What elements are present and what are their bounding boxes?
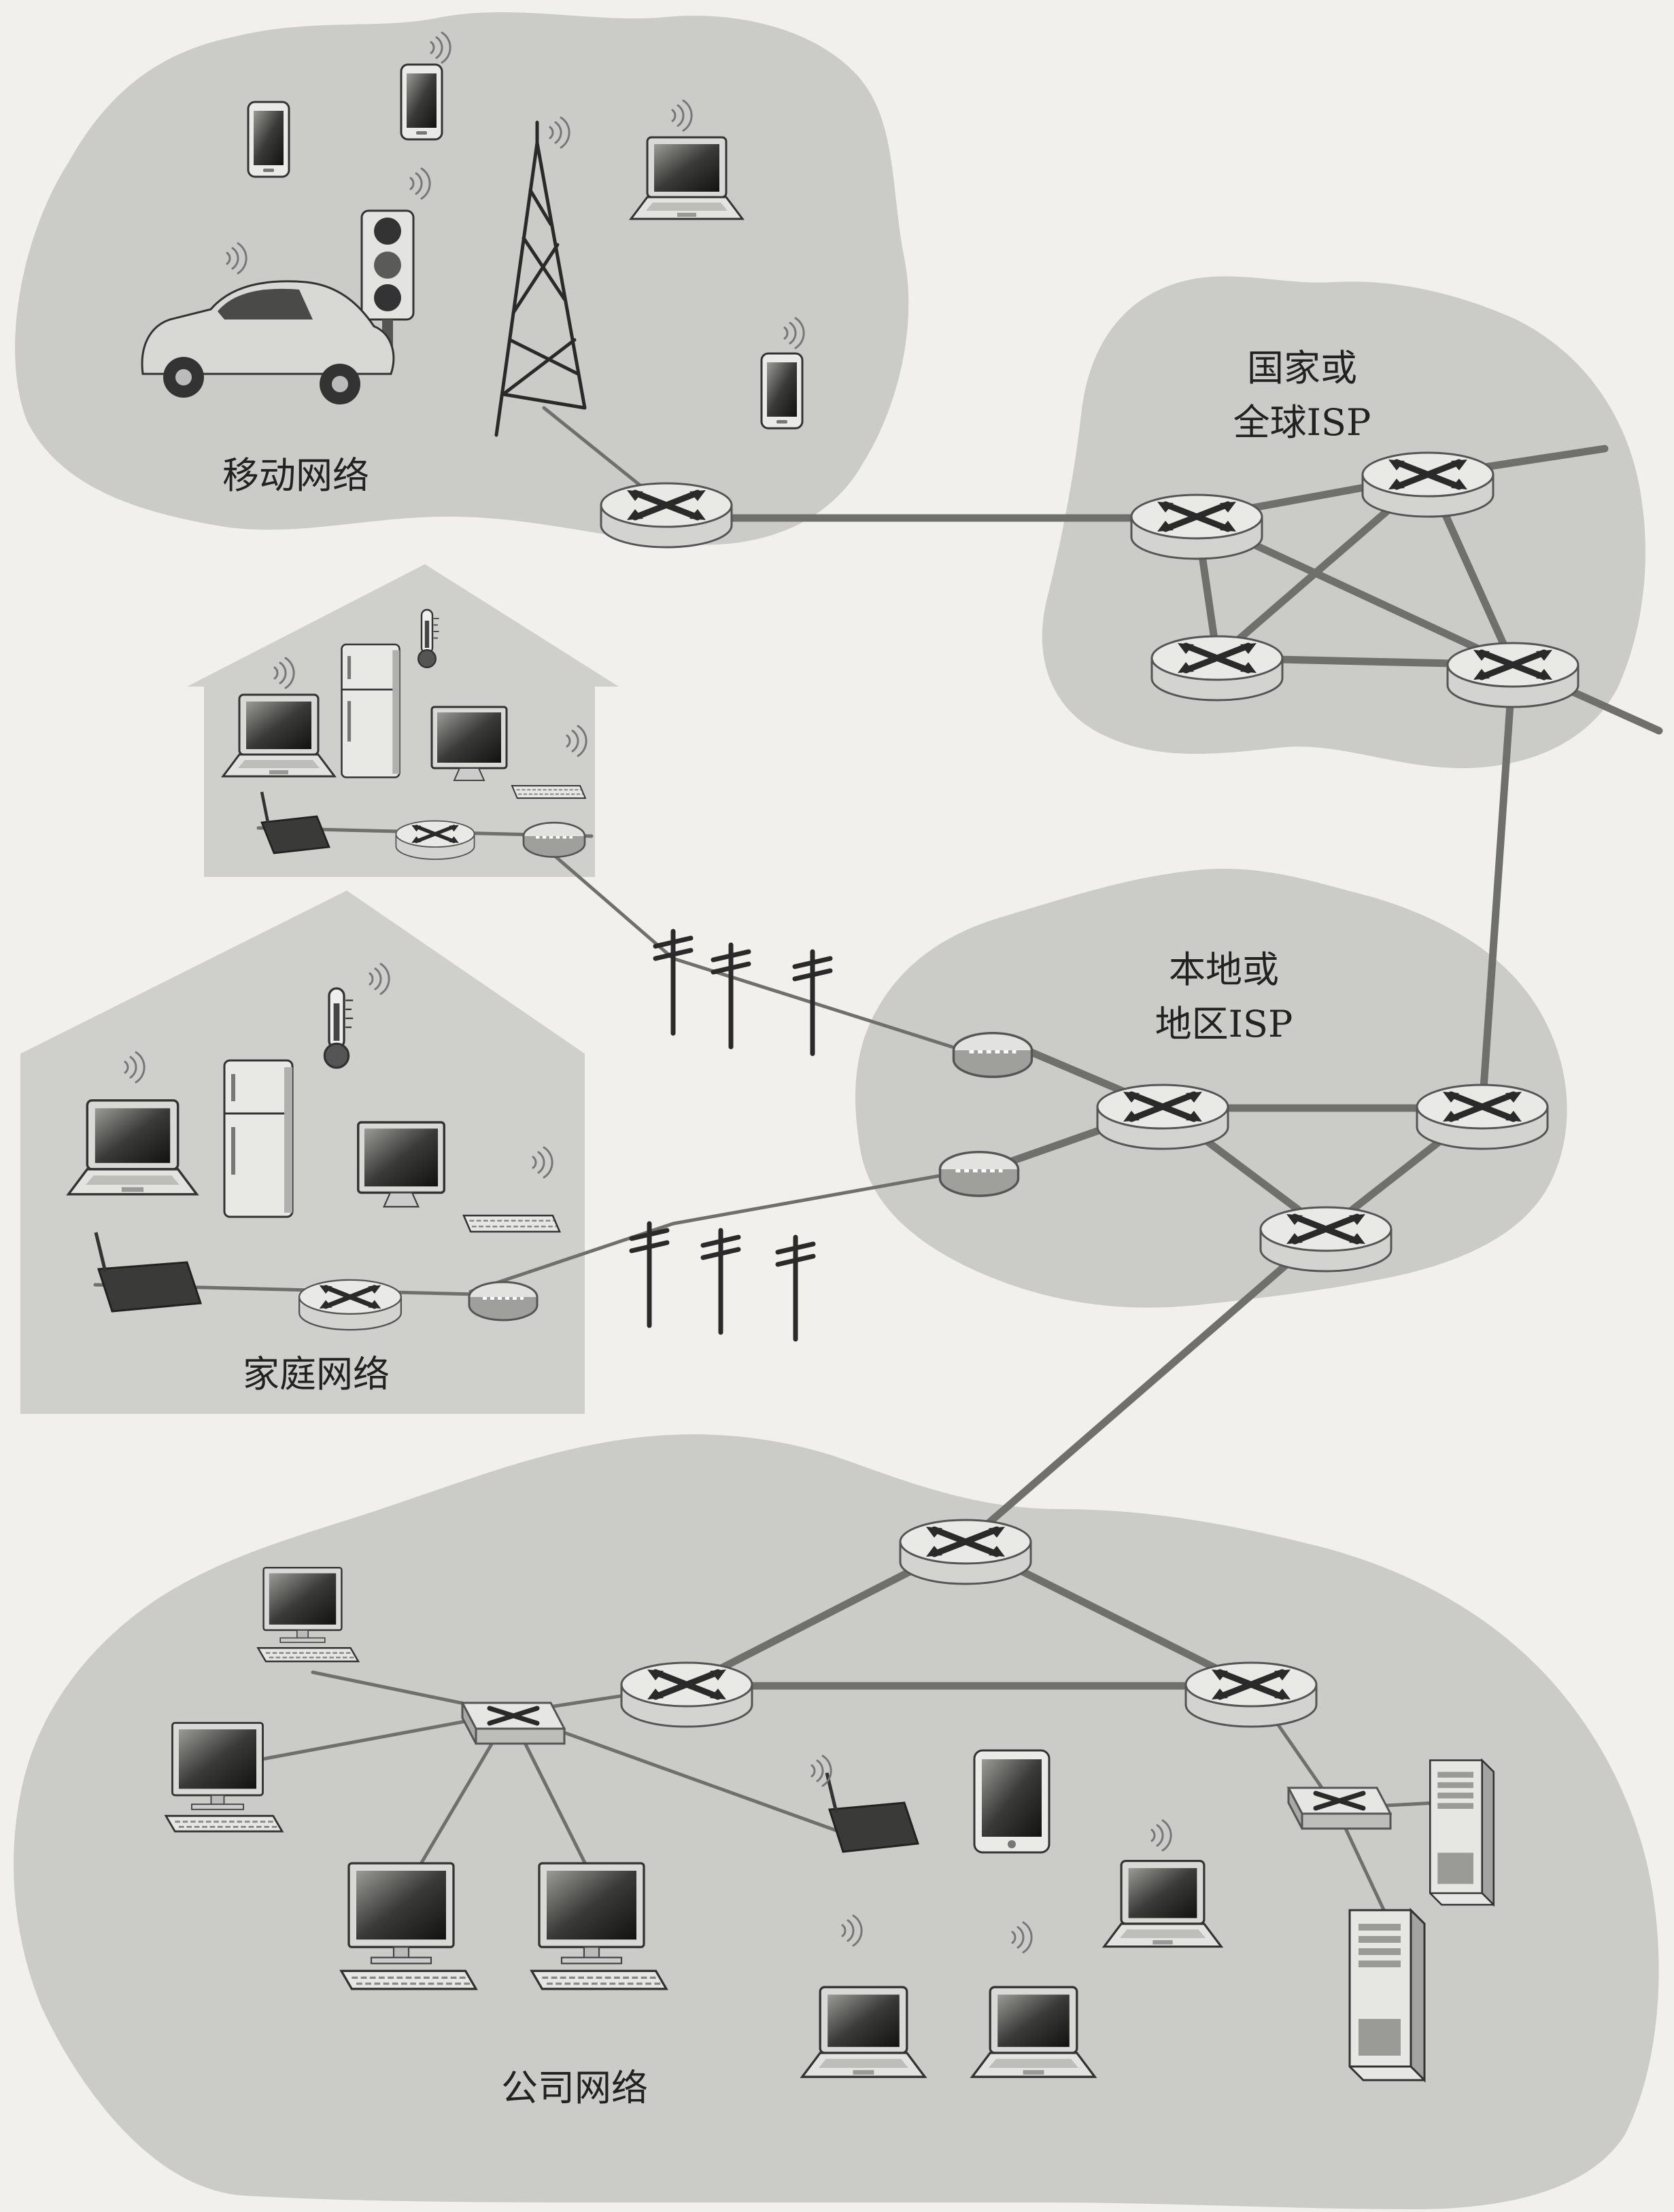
- router-icon: [1152, 636, 1282, 700]
- home-network-house-1: [187, 564, 619, 877]
- traffic-light-icon: [360, 209, 415, 367]
- smartphone-icon: [400, 63, 443, 141]
- national-isp-label-line2: 全球ISP: [1233, 401, 1371, 444]
- router-icon: [1417, 1085, 1548, 1149]
- laptop-icon: [971, 1986, 1096, 2078]
- server-icon: [1429, 1759, 1495, 1906]
- laptop-icon: [630, 136, 744, 220]
- smartphone-icon: [760, 352, 804, 430]
- modem-icon: [522, 821, 586, 859]
- home-network-2: [67, 963, 561, 1330]
- mobile-network: [141, 31, 805, 547]
- router-icon: [1363, 453, 1493, 517]
- refrigerator-icon: [341, 643, 400, 778]
- modem-icon: [954, 1033, 1032, 1077]
- router-icon: [900, 1520, 1031, 1584]
- smartphone-icon: [247, 101, 290, 178]
- laptop-icon: [1103, 1860, 1223, 1948]
- server-icon: [1348, 1909, 1426, 2081]
- modem-icon: [94, 1232, 203, 1313]
- utility-pole-icon: [795, 952, 830, 1054]
- router-icon: [601, 483, 732, 547]
- utility-pole-icon: [655, 931, 691, 1033]
- laptop-icon: [222, 693, 336, 778]
- car-icon: [141, 280, 395, 404]
- router-icon: [1131, 495, 1262, 559]
- modem-icon: [940, 1152, 1019, 1196]
- keyboard-icon: [462, 1214, 561, 1233]
- local-isp-cloud: [855, 869, 1567, 1308]
- enterprise-network: [165, 1520, 1495, 2081]
- home-network-1: [222, 608, 587, 859]
- modem-icon: [260, 791, 330, 854]
- router-icon: [621, 1663, 752, 1727]
- tablet-icon: [973, 1749, 1050, 1854]
- router-icon: [1448, 643, 1578, 707]
- router-icon: [1261, 1207, 1391, 1271]
- mobile-network-cloud: [15, 12, 909, 545]
- national-isp-label-line1: 国家或: [1247, 347, 1357, 390]
- utility-pole-icon: [703, 1230, 738, 1332]
- utility-pole-icon: [632, 1224, 667, 1326]
- router-icon: [1186, 1663, 1316, 1727]
- local-isp-label-line1: 本地或: [1169, 948, 1279, 991]
- switch-icon: [1288, 1788, 1390, 1829]
- utility-pole-icon: [778, 1237, 813, 1339]
- laptop-icon: [67, 1099, 199, 1196]
- refrigerator-icon: [223, 1059, 294, 1218]
- home-network-label: 家庭网络: [243, 1353, 390, 1396]
- local-isp-label-line2: 地区ISP: [1155, 1003, 1293, 1045]
- modem-icon: [468, 1281, 539, 1321]
- router-icon: [299, 1280, 401, 1330]
- router-icon: [1097, 1085, 1228, 1149]
- utility-poles: [632, 931, 830, 1339]
- laptop-icon: [801, 1986, 926, 2078]
- keyboard-icon: [511, 784, 586, 799]
- utility-pole-icon: [713, 945, 749, 1047]
- router-icon: [396, 821, 474, 859]
- mobile-network-label: 移动网络: [222, 454, 369, 497]
- enterprise-network-label: 公司网络: [501, 2067, 648, 2109]
- cell-tower-icon: [494, 120, 587, 437]
- switch-icon: [462, 1703, 564, 1744]
